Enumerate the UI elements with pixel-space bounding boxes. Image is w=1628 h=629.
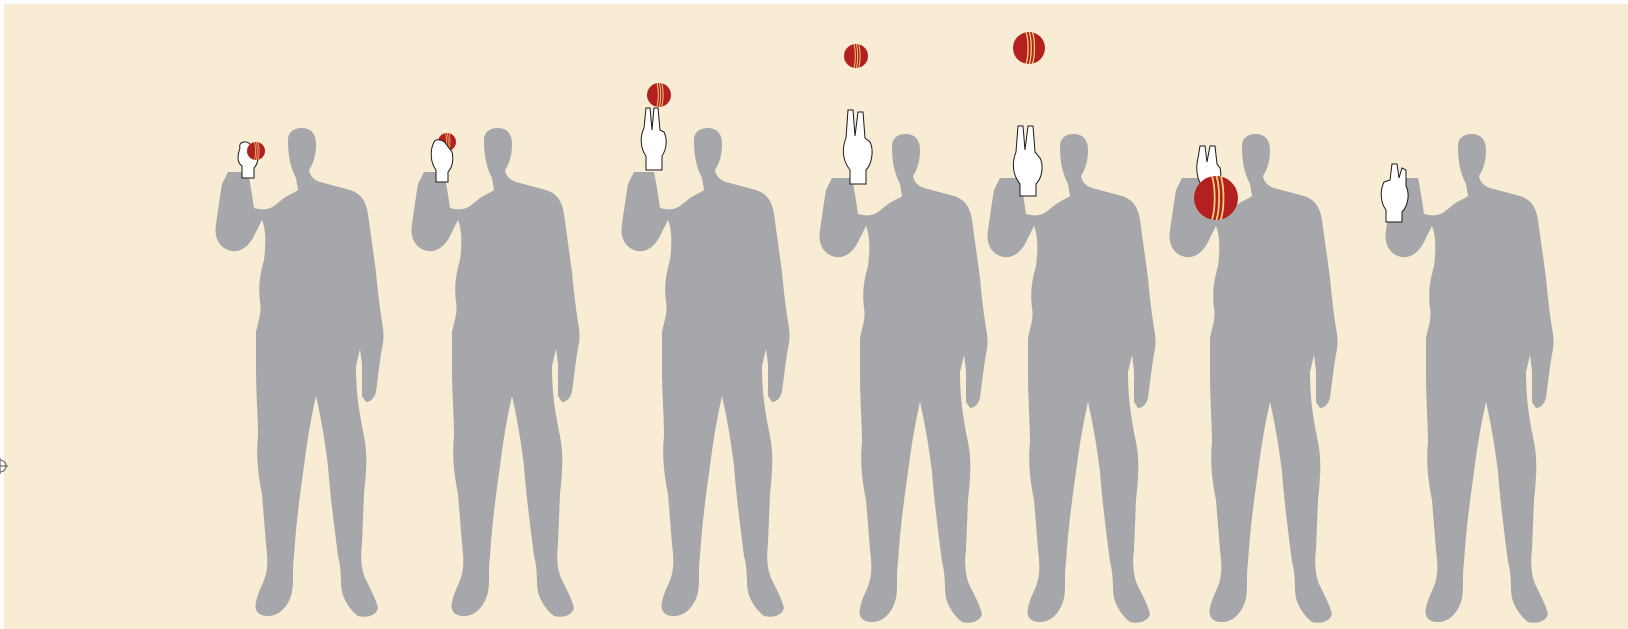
person-silhouette-icon bbox=[988, 134, 1156, 623]
person-silhouette-icon bbox=[1386, 134, 1554, 623]
illustration-canvas bbox=[4, 4, 1628, 629]
figure-2 bbox=[412, 128, 580, 617]
figure-4 bbox=[820, 44, 988, 623]
cricket-ball-icon bbox=[647, 83, 671, 107]
crosshair-icon bbox=[0, 458, 8, 474]
bowling-sequence-illustration bbox=[4, 4, 1628, 629]
person-silhouette-icon bbox=[820, 134, 988, 623]
cricket-ball-icon bbox=[844, 44, 868, 68]
hand-icon bbox=[641, 108, 666, 170]
person-silhouette-icon bbox=[216, 128, 384, 617]
figure-3 bbox=[622, 83, 790, 617]
cricket-ball-icon bbox=[247, 142, 265, 160]
figure-6 bbox=[1170, 134, 1338, 623]
figure-1 bbox=[216, 128, 384, 617]
person-silhouette-icon bbox=[412, 128, 580, 617]
hand-icon bbox=[843, 110, 872, 184]
person-silhouette-icon bbox=[622, 128, 790, 617]
cricket-ball-icon bbox=[1013, 32, 1045, 64]
figure-7 bbox=[1381, 134, 1553, 623]
cricket-ball-icon bbox=[1194, 176, 1238, 220]
figure-5 bbox=[988, 32, 1156, 623]
person-silhouette-icon bbox=[1170, 134, 1338, 623]
